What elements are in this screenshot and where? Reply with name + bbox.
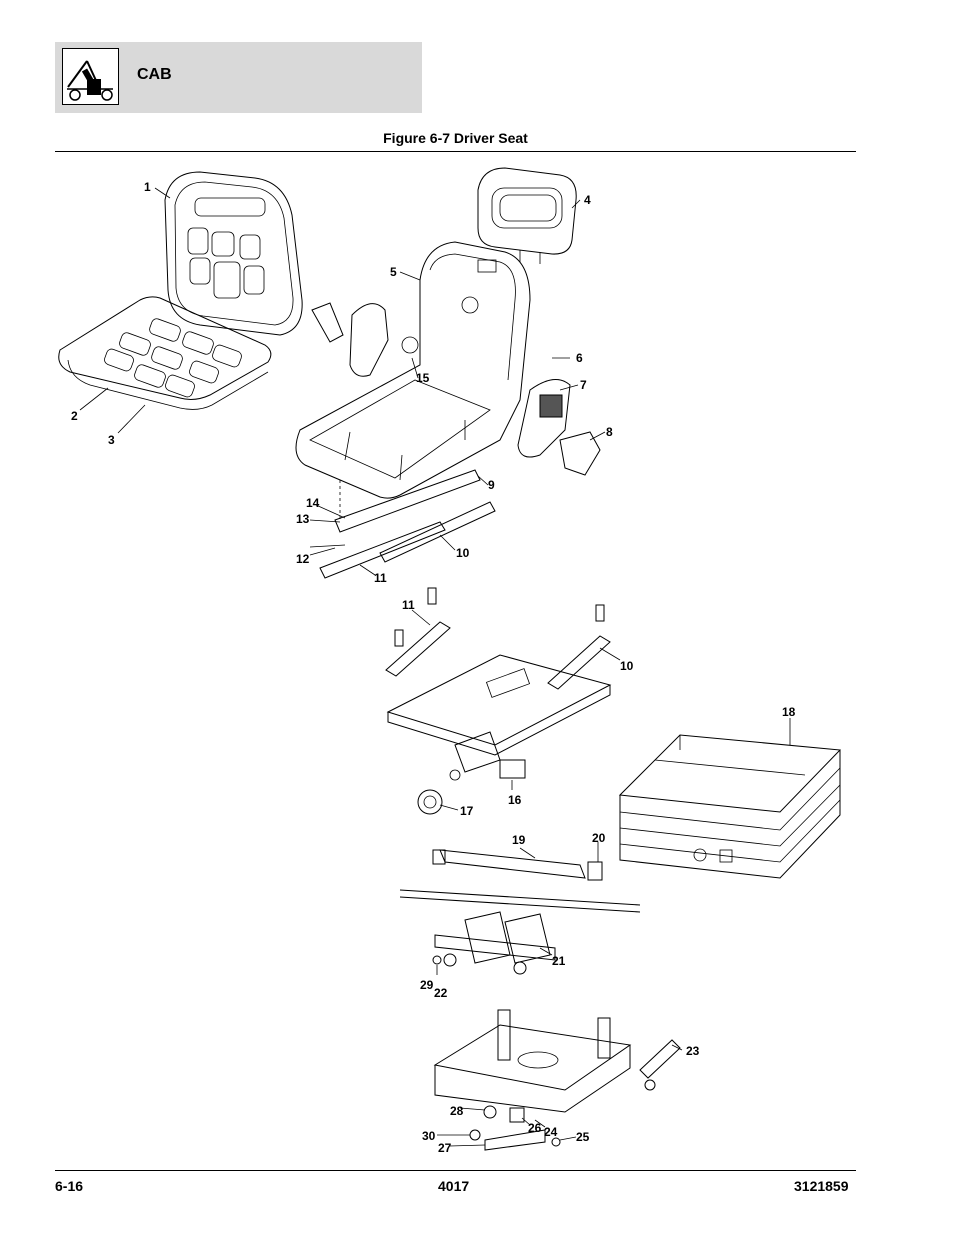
- callout-29: 29: [420, 978, 434, 992]
- callout-5: 5: [390, 265, 397, 279]
- armrest-bracket-left: [311, 302, 419, 377]
- footer-page-number: 6-16: [55, 1178, 84, 1194]
- callout-15: 15: [416, 371, 430, 385]
- callout-8: 8: [606, 425, 613, 439]
- callout-7: 7: [580, 378, 587, 392]
- suspension-mechanism: [399, 849, 641, 975]
- footer-model: 4017: [438, 1178, 470, 1194]
- callout-23: 23: [686, 1044, 700, 1058]
- callout-25: 25: [576, 1130, 590, 1144]
- callout-18: 18: [782, 705, 796, 719]
- seat-frame: [295, 241, 531, 499]
- callout-20: 20: [592, 831, 606, 845]
- section-title: CAB: [137, 66, 172, 83]
- callout-12: 12: [296, 552, 310, 566]
- slide-rails: [309, 469, 496, 579]
- callout-13: 13: [296, 512, 310, 526]
- callout-17: 17: [460, 804, 474, 818]
- seat-bottom-cushion: [58, 296, 272, 410]
- callout-3: 3: [108, 433, 115, 447]
- callout-21: 21: [552, 954, 566, 968]
- callout-19: 19: [512, 833, 526, 847]
- suspension-bellows: [618, 734, 842, 879]
- callout-16: 16: [508, 793, 522, 807]
- telehandler-cab-icon: [62, 48, 119, 105]
- callout-14: 14: [306, 496, 320, 510]
- lower-base: [433, 1009, 681, 1151]
- callout-27: 27: [438, 1141, 452, 1155]
- footer-part-number: 3121859: [794, 1178, 849, 1194]
- callout-30: 30: [422, 1129, 436, 1143]
- figure-title: Figure 6-7 Driver Seat: [383, 130, 528, 146]
- callout-1: 1: [144, 180, 151, 194]
- seat-back-cushion: [164, 171, 303, 336]
- callout-11: 11: [374, 571, 387, 585]
- callout-6: 6: [576, 351, 583, 365]
- callout-leaders: [79, 187, 791, 1147]
- callout-9: 9: [488, 478, 495, 492]
- callout-4: 4: [584, 193, 591, 207]
- armrest-right: [517, 379, 601, 476]
- callout-10: 10: [456, 546, 470, 560]
- mounting-plate: [385, 587, 612, 815]
- callout-24: 24: [544, 1125, 558, 1139]
- callout-28: 28: [450, 1104, 464, 1118]
- callout-2: 2: [71, 409, 78, 423]
- headrest: [477, 167, 577, 264]
- footer-rule: [55, 1170, 856, 1171]
- callout-10b: 10: [620, 659, 634, 673]
- callout-11b: 11: [402, 598, 415, 612]
- callout-22: 22: [434, 986, 448, 1000]
- header-rule: [55, 151, 856, 152]
- callout-26: 26: [528, 1121, 542, 1135]
